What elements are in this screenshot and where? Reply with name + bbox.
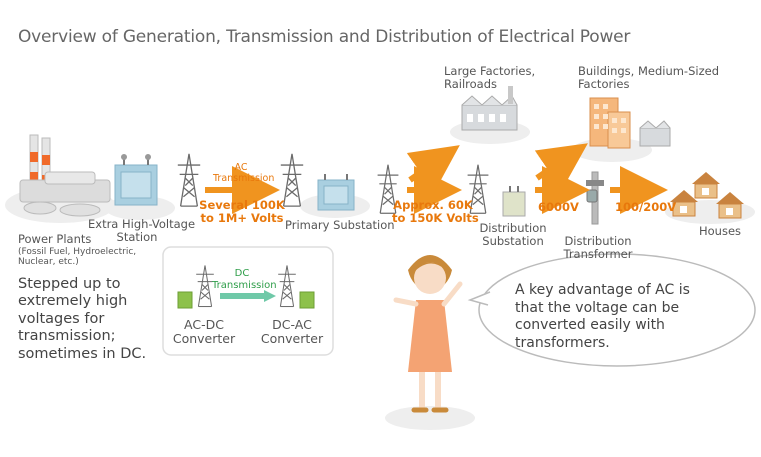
distribution-transformer-icon: [586, 171, 604, 225]
power-plants-label: Power Plants: [18, 232, 92, 246]
power-plant-icon: [19, 134, 111, 217]
speech-bubble-text: A key advantage of AC is that the voltag…: [515, 282, 690, 351]
distribution-substation-icon: [502, 186, 526, 217]
voltage-label-6000: 6000V: [538, 200, 579, 214]
page-title: Overview of Generation, Transmission and…: [18, 27, 631, 47]
voltage-label-100-200: 100/200V: [615, 200, 677, 214]
primary-substation-icon: [317, 174, 355, 211]
speech-bubble: [467, 253, 756, 367]
primary-substation-label: Primary Substation: [285, 218, 395, 232]
extra-high-voltage-station-icon: [114, 154, 158, 206]
stepped-up-note: Stepped up to extremely high voltages fo…: [18, 276, 147, 362]
power-plants-sublabel: (Fossil Fuel, Hydroelectric,Nuclear, etc…: [18, 247, 137, 268]
transmission-arrows: [205, 143, 668, 214]
woman-figure: [393, 255, 463, 413]
houses-icon: [670, 172, 744, 219]
buildings-icon: [589, 97, 671, 149]
houses-label: Houses: [699, 224, 742, 238]
large-factory-icon: [461, 86, 518, 131]
dc-transmission-panel: [162, 246, 334, 356]
large-factories-label: Large Factories,Railroads: [444, 64, 536, 92]
